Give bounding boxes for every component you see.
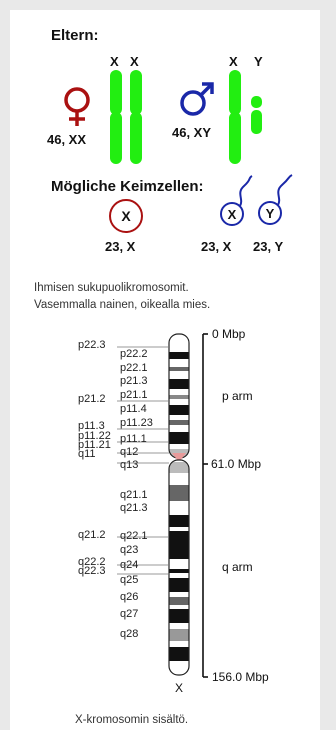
figure-card (10, 10, 320, 730)
sperm-cell-x-icon (220, 175, 253, 226)
band-label-right: p11.4 (120, 403, 147, 415)
x-chromosome-caption: X-kromosomin sisältö. (75, 714, 189, 726)
parents-diagram: X X Y (64, 70, 293, 233)
band-label-right: q13 (120, 459, 138, 471)
q-arm-label: q arm (222, 560, 253, 574)
band-label-right: p11.23 (120, 417, 153, 429)
band-leader-lines (117, 346, 169, 575)
sex-chromosomes-caption: Ihmisen sukupuolikromosomit. Vasemmalla … (34, 280, 210, 314)
band-label-right: q21.3 (120, 502, 148, 514)
band-label-right: q28 (120, 628, 138, 640)
band-label-right: q22.1 (120, 530, 148, 542)
band-label-right: q25 (120, 574, 138, 586)
band-label-right: p11.1 (120, 433, 147, 445)
female-karyotype: 46, XX (47, 132, 87, 147)
band-label-right: p22.1 (120, 362, 148, 374)
caption-line-1: Ihmisen sukupuolikromosomit. (34, 282, 189, 294)
band-label-right: q12 (120, 446, 138, 458)
band-label-right: q24 (120, 559, 138, 571)
male-chromosome-label-y: Y (254, 54, 263, 69)
male-x-chromosome (229, 70, 241, 164)
female-symbol-icon (64, 87, 90, 126)
p-arm-bands (169, 334, 189, 458)
band-label-right: p21.3 (120, 375, 148, 387)
scale-bracket (202, 333, 208, 678)
male-y-chromosome (251, 96, 262, 134)
scale-bottom-label: 156.0 Mbp (212, 670, 269, 684)
band-label-left: q11 (78, 448, 96, 460)
male-karyotype: 46, XY (172, 125, 212, 140)
p-arm-label: p arm (222, 389, 253, 403)
band-label-right: q21.1 (120, 489, 148, 501)
scale-centromere-label: 61.0 Mbp (211, 457, 261, 471)
band-label-right: q26 (120, 591, 138, 603)
band-label-left: q22.3 (78, 565, 106, 577)
female-chromosome-label-1: X (110, 54, 119, 69)
parents-heading: Eltern: (51, 27, 99, 44)
band-label-left: q22.2 (78, 556, 106, 568)
band-label-left: p11.3 (78, 420, 105, 432)
gametes-heading: Mögliche Keimzellen: (51, 178, 204, 195)
band-label-left: p11.22 (78, 430, 111, 442)
band-label-left: p21.2 (78, 393, 106, 405)
female-x-chromosome-1 (110, 70, 122, 164)
sperm-cell-y-icon (258, 174, 293, 225)
sperm-x-chromosome-letter: X (228, 207, 237, 222)
band-label-right: p21.1 (120, 389, 148, 401)
band-label-right: p22.2 (120, 348, 148, 360)
egg-chromosome-letter: X (121, 208, 131, 224)
band-label-left: q21.2 (78, 529, 106, 541)
sperm-y-chromosome-letter: Y (266, 206, 275, 221)
male-chromosome-label-x: X (229, 54, 238, 69)
band-label-left: p22.3 (78, 339, 106, 351)
egg-label: 23, X (105, 239, 136, 254)
male-symbol-icon (180, 82, 214, 116)
female-x-chromosome-2 (130, 70, 142, 164)
band-label-right: q27 (120, 608, 138, 620)
q-arm-bands (169, 460, 189, 675)
female-chromosome-label-2: X (130, 54, 139, 69)
scale-top-label: 0 Mbp (212, 327, 246, 341)
sperm-y-label: 23, Y (253, 239, 284, 254)
caption-line-2: Vasemmalla nainen, oikealla mies. (34, 299, 211, 311)
egg-cell-icon (109, 199, 143, 233)
band-label-right: q23 (120, 544, 138, 556)
band-label-left: p11.21 (78, 439, 111, 451)
chromosome-label: X (175, 681, 183, 695)
sperm-x-label: 23, X (201, 239, 232, 254)
